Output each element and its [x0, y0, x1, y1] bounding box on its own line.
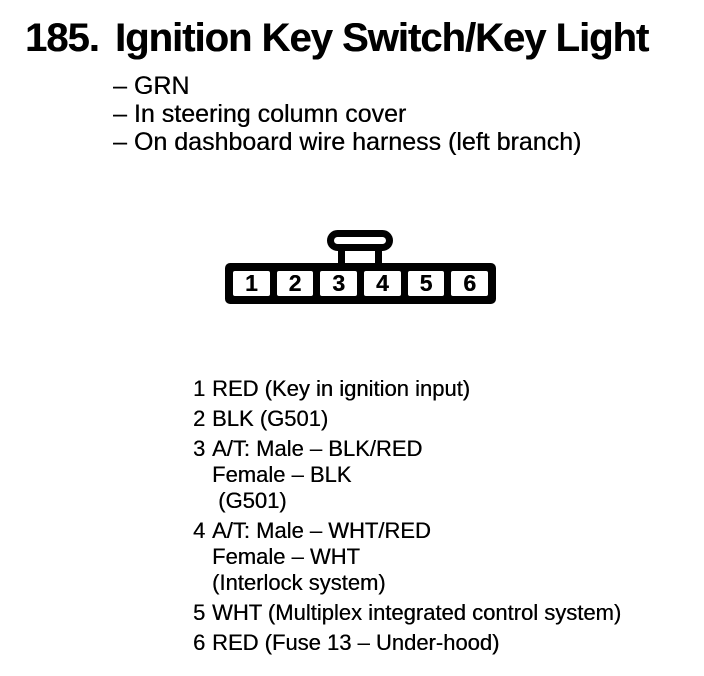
- pin-description-line: Female – BLK: [212, 462, 352, 487]
- wire-detail-item: – On dashboard wire harness (left branch…: [113, 128, 582, 156]
- connector-pin-cell: 2: [276, 270, 314, 296]
- pin-description: RED (Key in ignition input): [212, 376, 470, 402]
- connector-pin-cell: 3: [320, 270, 358, 296]
- pin-description-line: (Interlock system): [212, 570, 386, 595]
- connector-pin-cell: 1: [233, 270, 270, 296]
- pin-description-line: BLK (G501): [212, 406, 329, 431]
- pin-description-line: WHT (Multiplex integrated control system…: [212, 600, 622, 625]
- pin-description-line: RED (Fuse 13 – Under-hood): [212, 630, 500, 655]
- pin-number: 5: [193, 600, 206, 625]
- pin-number: 4: [193, 518, 206, 543]
- pin-description: BLK (G501): [212, 406, 328, 432]
- pin-number: 2: [193, 406, 206, 431]
- connector-pin-cell: 6: [451, 270, 489, 296]
- pin-description-line: RED (Key in ignition input): [212, 376, 471, 401]
- pin-description: RED (Fuse 13 – Under-hood): [212, 630, 499, 656]
- wire-details-list: – GRN– In steering column cover– On dash…: [113, 72, 581, 156]
- connector-pin-cell: 4: [364, 270, 401, 296]
- pin-number: 3: [193, 436, 206, 461]
- section-title: Ignition Key Switch/Key Light: [115, 16, 649, 60]
- pin-number: 1: [193, 376, 206, 401]
- pin-description-line: (G501): [212, 488, 287, 513]
- pin-number: 6: [193, 630, 206, 655]
- connector-pin-cell: 5: [407, 270, 445, 296]
- wire-detail-item: – In steering column cover: [113, 100, 407, 128]
- pin-description: WHT (Multiplex integrated control system…: [212, 600, 621, 626]
- section-heading: 185. Ignition Key Switch/Key Light: [25, 16, 649, 60]
- pin-description-line: A/T: Male – WHT/RED: [212, 518, 431, 543]
- wire-detail-item: – GRN: [113, 72, 190, 100]
- connector-lock-tab-icon: [327, 230, 393, 267]
- pin-description-line: Female – WHT: [212, 544, 360, 569]
- pin-description-line: A/T: Male – BLK/RED: [212, 436, 423, 461]
- section-number: 185.: [25, 16, 100, 60]
